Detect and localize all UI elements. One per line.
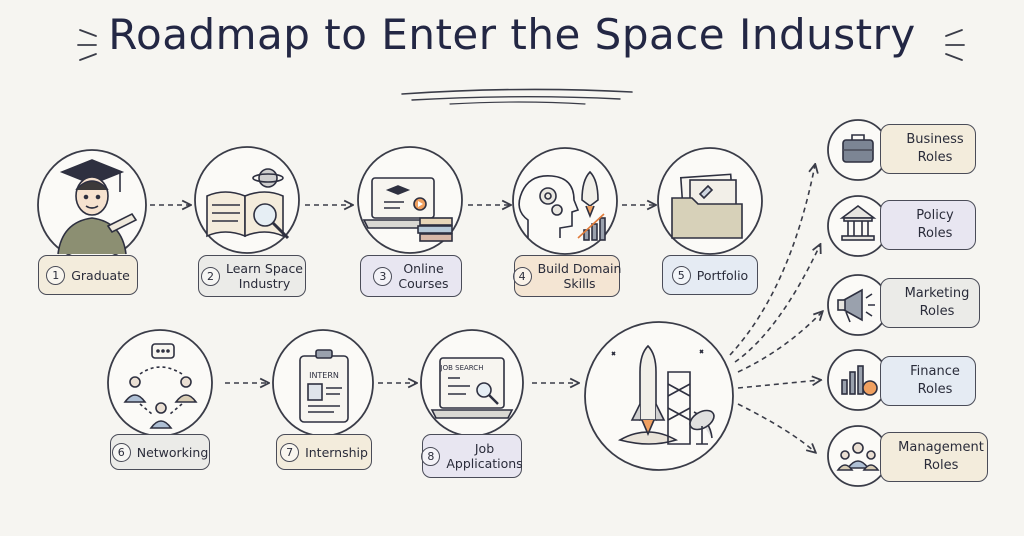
step-2-number: 2 — [201, 266, 220, 286]
connector-arrows — [150, 165, 822, 452]
book-magnifier-icon — [206, 168, 290, 240]
step-5-label: 5 Portfolio — [662, 255, 758, 295]
intern-card-text: INTERN — [309, 371, 339, 380]
intern-badge-icon: INTERN — [299, 349, 349, 423]
step-6-number: 6 — [111, 442, 131, 462]
page-title: Roadmap to Enter the Space Industry — [108, 10, 916, 59]
government-building-icon — [839, 205, 877, 241]
title-decoration — [77, 29, 965, 105]
step-1-text: Graduate — [71, 267, 130, 283]
megaphone-icon — [837, 288, 875, 323]
step-5-text: Portfolio — [696, 267, 749, 283]
job-screen-text: JOB SEARCH — [440, 364, 484, 372]
laptop-course-icon — [362, 177, 453, 242]
network-people-icon — [123, 343, 198, 429]
step-8-number: 8 — [421, 446, 441, 466]
folder-icon — [671, 173, 743, 239]
step-3-number: 3 — [373, 266, 393, 286]
step-6-text: Networking — [136, 444, 209, 460]
step-1-number: 1 — [46, 265, 66, 285]
step-7-label: 7 Internship — [276, 434, 372, 470]
briefcase-icon — [842, 134, 874, 163]
step-1-label: 1 Graduate — [38, 255, 138, 295]
graduate-icon — [57, 159, 138, 255]
finance-chart-icon — [841, 365, 878, 396]
step-7-number: 7 — [280, 442, 300, 462]
step-6-label: 6 Networking — [110, 434, 210, 470]
rocket-launch-icon — [611, 344, 715, 445]
brain-gear-rocket-icon — [518, 170, 606, 241]
team-icon — [836, 442, 880, 471]
job-search-laptop-icon: JOB SEARCH — [430, 357, 514, 419]
step-5-number: 5 — [671, 265, 691, 285]
launch-circle — [584, 321, 734, 471]
step-4-number: 4 — [512, 266, 532, 286]
step-7-text: Internship — [305, 444, 368, 460]
